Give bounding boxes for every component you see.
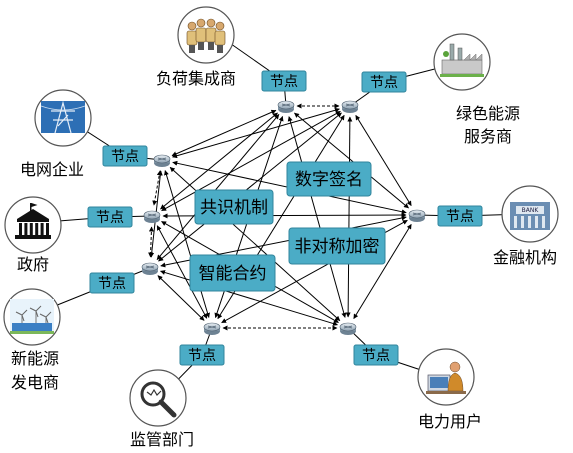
- router-node-icon: [203, 322, 221, 335]
- network-nodes: [141, 100, 426, 335]
- node-tag: 节点: [361, 71, 407, 93]
- node-tag: 节点: [102, 145, 148, 167]
- entity-label: 服务商: [464, 127, 512, 146]
- entity-label: 监管部门: [130, 430, 194, 449]
- entity-reg: 监管部门: [129, 369, 194, 449]
- tech-box-label: 非对称加密: [295, 237, 380, 257]
- node-tag: 节点: [179, 344, 225, 366]
- network-link: [171, 109, 277, 157]
- network-link: [156, 114, 280, 260]
- factory-icon: [440, 43, 484, 77]
- tech-box-label: 智能合约: [199, 264, 267, 284]
- entity-label: 电力用户: [418, 412, 482, 431]
- entity-label: 新能源: [11, 349, 59, 368]
- magnifier-icon: [140, 381, 177, 418]
- node-tag: 节点: [437, 205, 483, 227]
- wind-solar-icon: [10, 299, 54, 334]
- entity-label: 政府: [17, 255, 49, 274]
- node-tag-label: 节点: [370, 75, 398, 91]
- tech-box-label: 共识机制: [200, 198, 268, 218]
- node-tag-label: 节点: [111, 149, 139, 165]
- node-tag-label: 节点: [96, 210, 124, 226]
- entity-load: 负荷集成商: [156, 6, 236, 88]
- router-node-icon: [339, 322, 357, 335]
- network-link: [148, 226, 154, 258]
- entity-label: 发电商: [11, 373, 59, 392]
- tech-box-label: 数字签名: [295, 170, 363, 190]
- entity-label: 金融机构: [493, 248, 557, 267]
- power-tower-icon: [40, 100, 86, 134]
- svg-text:BANK: BANK: [522, 207, 540, 214]
- node-tag-label: 节点: [362, 348, 390, 364]
- government-building-icon: [15, 203, 51, 239]
- router-node-icon: [277, 100, 295, 113]
- tech-box-contract: 智能合约: [189, 254, 276, 292]
- node-tag: 节点: [87, 206, 133, 228]
- computer-user-icon: [426, 361, 466, 394]
- tech-box-asymmetric: 非对称加密: [288, 227, 386, 265]
- entity-finance: BANK 金融机构: [493, 185, 559, 267]
- network-link: [345, 116, 353, 318]
- tech-box-signature: 数字签名: [286, 161, 372, 197]
- entity-gov: 政府: [4, 196, 62, 274]
- node-tag-label: 节点: [446, 209, 474, 225]
- node-tags: 节点节点节点节点节点节点节点节点: [87, 70, 483, 366]
- network-link: [287, 116, 347, 318]
- entity-label: 电网企业: [20, 160, 84, 179]
- entity-label: 负荷集成商: [156, 69, 236, 88]
- node-tag: 节点: [353, 344, 399, 366]
- network-link: [353, 223, 412, 320]
- router-node-icon: [143, 210, 161, 223]
- tech-box-consensus: 共识机制: [194, 189, 274, 225]
- network-connections: [148, 103, 412, 331]
- entity-user: 电力用户: [417, 348, 482, 431]
- entity-label: 绿色能源: [456, 104, 520, 123]
- node-tag-label: 节点: [98, 276, 126, 292]
- node-tag: 节点: [261, 70, 307, 92]
- network-link: [172, 107, 340, 159]
- entity-grid: 电网企业: [20, 89, 92, 179]
- node-tag-label: 节点: [270, 74, 298, 90]
- bank-icon: BANK: [510, 202, 550, 230]
- node-tag-label: 节点: [188, 348, 216, 364]
- router-node-icon: [153, 154, 171, 167]
- router-node-icon: [141, 262, 159, 275]
- node-tag: 节点: [89, 272, 135, 294]
- router-node-icon: [341, 100, 359, 113]
- router-node-icon: [408, 209, 426, 222]
- people-group-icon: [186, 18, 226, 53]
